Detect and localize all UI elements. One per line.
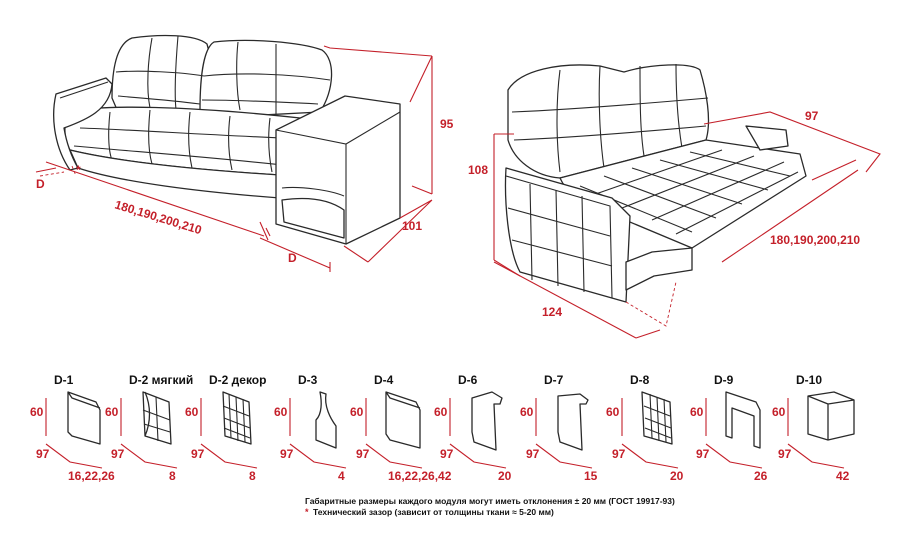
module-width: 8 <box>169 469 176 483</box>
modules-row: D-1 60 97 16,22,26 D-2 мягкий 60 97 8 D-2 декор 6… <box>30 373 855 483</box>
module-dimension-lines <box>120 398 178 469</box>
module-width: 26 <box>754 469 768 483</box>
module-width: 20 <box>670 469 684 483</box>
module-height: 60 <box>690 405 704 419</box>
module-shape <box>725 391 761 449</box>
main-armrest-left-label: D <box>36 177 45 191</box>
sofa-assembled-drawing <box>35 34 433 272</box>
module-10: D-10 60 97 42 <box>772 373 855 483</box>
module-tufting <box>222 393 251 443</box>
module-3: D-2 декор 60 97 8 <box>185 373 266 483</box>
module-width: 20 <box>498 469 512 483</box>
module-width: 15 <box>584 469 598 483</box>
main-length-label: 180,190,200,210 <box>113 197 204 237</box>
module-height: 60 <box>105 405 119 419</box>
module-code: D-7 <box>544 373 564 387</box>
module-dimension-lines <box>621 398 679 469</box>
gap-star: * <box>305 507 309 517</box>
module-code: D-9 <box>714 373 734 387</box>
module-shape <box>385 391 421 449</box>
module-width: 4 <box>338 469 345 483</box>
module-code: D-6 <box>458 373 478 387</box>
module-dimension-lines <box>365 398 423 469</box>
module-dimension-lines <box>289 398 347 469</box>
module-dimension-lines <box>535 398 593 469</box>
module-code: D-4 <box>374 373 394 387</box>
module-code: D-2 декор <box>209 373 266 387</box>
module-9: D-9 60 97 26 <box>690 373 768 483</box>
module-width: 16,22,26 <box>68 469 115 483</box>
module-shape <box>557 393 589 451</box>
module-7: D-7 60 97 15 <box>520 373 598 483</box>
module-height: 60 <box>434 405 448 419</box>
main-armrest-right-label: D <box>288 251 297 265</box>
gap-note: Технический зазор (зависит от толщины тк… <box>313 507 554 517</box>
module-shape <box>471 391 503 451</box>
module-height: 60 <box>606 405 620 419</box>
module-code: D-8 <box>630 373 650 387</box>
module-5: D-4 60 97 16,22,26,42 <box>350 373 452 483</box>
module-code: D-1 <box>54 373 74 387</box>
main-height-label: 95 <box>440 117 454 131</box>
tolerance-note: Габаритные размеры каждого модуля могут … <box>305 496 675 506</box>
module-shape <box>315 391 337 449</box>
module-shape <box>807 391 855 441</box>
module-2: D-2 мягкий 60 97 8 <box>105 373 193 483</box>
module-code: D-3 <box>298 373 318 387</box>
module-height: 60 <box>520 405 534 419</box>
bed-depth-label: 97 <box>805 109 819 123</box>
module-depth: 97 <box>440 447 454 461</box>
module-tufting <box>142 396 171 442</box>
module-dimension-lines <box>705 398 763 469</box>
module-shape <box>67 391 101 445</box>
module-width: 8 <box>249 469 256 483</box>
module-depth: 97 <box>356 447 370 461</box>
sofa-back-right-cushion <box>199 39 333 119</box>
module-height: 60 <box>350 405 364 419</box>
module-6: D-6 60 97 20 <box>434 373 512 483</box>
bed-length-label: 180,190,200,210 <box>770 233 860 247</box>
module-height: 60 <box>772 405 786 419</box>
bed-extension-label: 124 <box>542 305 562 319</box>
module-depth: 97 <box>111 447 125 461</box>
module-width: 16,22,26,42 <box>388 469 452 483</box>
sofa-bed-drawing <box>493 63 881 339</box>
module-depth: 97 <box>696 447 710 461</box>
module-width: 42 <box>836 469 850 483</box>
module-depth: 97 <box>191 447 205 461</box>
sofa-back-left-cushion <box>111 34 210 113</box>
module-code: D-10 <box>796 373 822 387</box>
main-depth-label: 101 <box>402 219 422 233</box>
module-dimension-lines <box>45 398 103 469</box>
module-height: 60 <box>185 405 199 419</box>
bed-height-label: 108 <box>468 163 488 177</box>
module-code: D-2 мягкий <box>129 373 193 387</box>
module-depth: 97 <box>612 447 626 461</box>
module-dimension-lines <box>449 398 507 469</box>
module-4: D-3 60 97 4 <box>274 373 347 483</box>
module-depth: 97 <box>280 447 294 461</box>
module-height: 60 <box>274 405 288 419</box>
module-dimension-lines <box>200 398 258 469</box>
module-8: D-8 60 97 20 <box>606 373 684 483</box>
module-depth: 97 <box>36 447 50 461</box>
main-gap-mark: * <box>76 163 81 177</box>
module-height: 60 <box>30 405 44 419</box>
module-tufting <box>643 393 672 443</box>
module-dimension-lines <box>787 398 845 469</box>
module-depth: 97 <box>526 447 540 461</box>
sofa-left-armrest <box>53 77 113 171</box>
module-depth: 97 <box>778 447 792 461</box>
module-1: D-1 60 97 16,22,26 <box>30 373 115 483</box>
